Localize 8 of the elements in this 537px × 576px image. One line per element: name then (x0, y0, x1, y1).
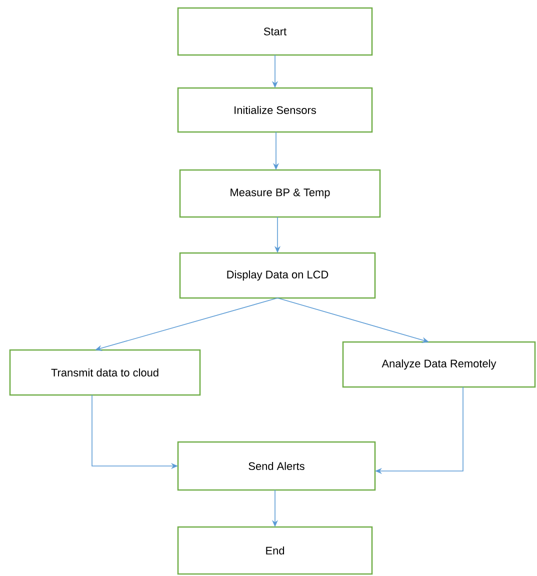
process-box: Transmit data to cloud (9, 349, 201, 396)
process-box: Send Alerts (177, 441, 376, 491)
process-box: Display Data on LCD (179, 252, 376, 299)
process-box: Measure BP & Temp (179, 169, 381, 218)
process-box: Initialize Sensors (177, 87, 373, 133)
process-box: Start (177, 7, 373, 56)
process-box: End (177, 526, 373, 575)
process-box: Analyze Data Remotely (342, 341, 536, 388)
